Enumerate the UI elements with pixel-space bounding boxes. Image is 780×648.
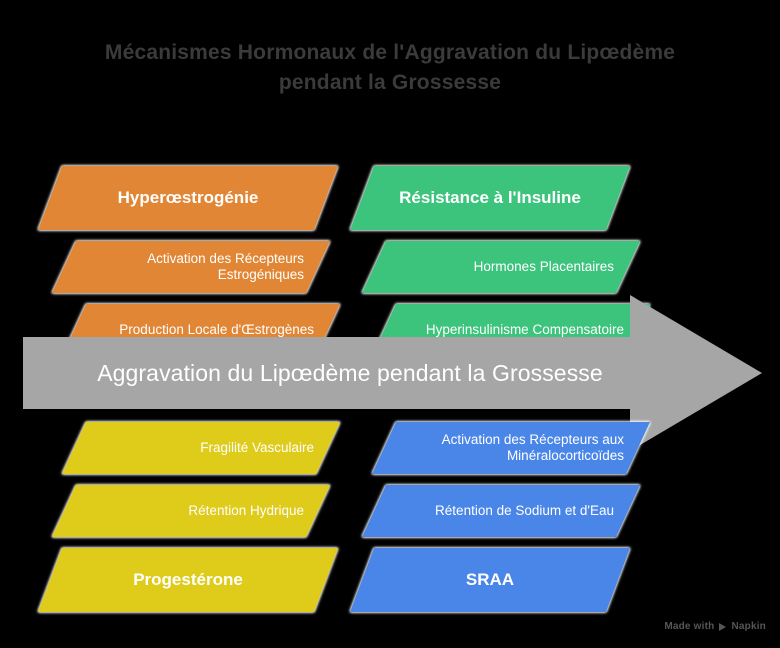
- watermark-prefix: Made with: [664, 621, 715, 632]
- node-shape-blue-step-2: [362, 485, 640, 537]
- node-hyperoestrogenie[interactable]: Hyperœstrogénie: [38, 166, 338, 230]
- node-label: Activation des Récepteurs Estrogéniques: [147, 251, 304, 282]
- node-shape-green-header: [350, 166, 630, 230]
- node-label: Rétention de Sodium et d'Eau: [435, 503, 614, 519]
- node-label: Fragilité Vasculaire: [200, 440, 314, 456]
- node-retention-sodium-eau[interactable]: Rétention de Sodium et d'Eau: [362, 485, 640, 537]
- node-label: Activation des Récepteurs aux Minéraloco…: [441, 432, 624, 463]
- page-title: Mécanismes Hormonaux de l'Aggravation du…: [0, 38, 780, 98]
- node-retention-hydrique[interactable]: Rétention Hydrique: [52, 485, 330, 537]
- node-label: Hormones Placentaires: [473, 259, 614, 275]
- node-fragilite-vasculaire[interactable]: Fragilité Vasculaire: [62, 422, 340, 474]
- group-bottom-right: Activation des Récepteurs aux Minéraloco…: [340, 422, 700, 612]
- node-progesterone[interactable]: Progestérone: [38, 548, 338, 612]
- node-shape-orange-header: [38, 166, 338, 230]
- node-shape-green-step-1: [362, 241, 640, 293]
- node-label: Progestérone: [133, 569, 243, 589]
- node-shape-orange-step-1: [52, 241, 330, 293]
- node-label: Rétention Hydrique: [188, 503, 304, 519]
- node-shape-blue-step-1: [372, 422, 650, 474]
- page-title-line-2: pendant la Grossesse: [278, 71, 502, 94]
- node-activation-recepteurs-mineralocorticoides[interactable]: Activation des Récepteurs aux Minéraloco…: [372, 422, 650, 474]
- group-top-right: Résistance à l'Insuline Hormones Placent…: [340, 166, 700, 356]
- node-label: SRAA: [465, 569, 515, 589]
- node-shape-yellow-step-2: [52, 485, 330, 537]
- node-activation-recepteurs-estrogeniques[interactable]: Activation des Récepteurs Estrogéniques: [52, 241, 330, 293]
- page-title-line-1: Mécanismes Hormonaux de l'Aggravation du…: [104, 41, 676, 64]
- node-label: Résistance à l'Insuline: [399, 187, 581, 207]
- node-resistance-insuline[interactable]: Résistance à l'Insuline: [350, 166, 630, 230]
- napkin-logo-icon: [719, 622, 727, 631]
- node-shape-blue-header: [350, 548, 630, 612]
- node-shape-yellow-header: [38, 548, 338, 612]
- node-shape-yellow-step-1: [62, 422, 340, 474]
- watermark-brand: Napkin: [731, 621, 766, 632]
- group-bottom-left: Fragilité Vasculaire Rétention Hydrique …: [0, 422, 360, 612]
- node-sraa[interactable]: SRAA: [350, 548, 630, 612]
- node-label: Hyperinsulinisme Compensatoire: [425, 322, 624, 338]
- node-label: Hyperœstrogénie: [117, 187, 259, 207]
- node-hormones-placentaires[interactable]: Hormones Placentaires: [362, 241, 640, 293]
- napkin-watermark: Made with Napkin: [664, 621, 766, 632]
- node-label: Production Locale d'Œstrogènes: [119, 322, 314, 338]
